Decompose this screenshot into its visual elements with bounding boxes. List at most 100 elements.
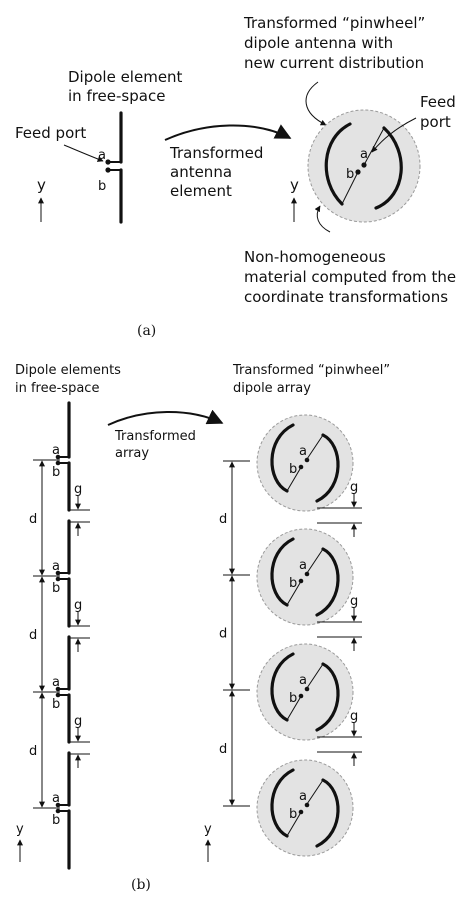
b-spacing-label: d — [219, 512, 227, 527]
b-terminal-a-label: a — [52, 675, 60, 690]
b-arrow-label-line2: array — [115, 446, 149, 461]
a-material-leader — [314, 205, 331, 233]
b-left-title-line2: in free-space — [15, 381, 99, 396]
a-pinwheel-arm-right — [374, 126, 403, 210]
b-pinwheel-3: ab — [256, 643, 354, 741]
b-pinwheel-arm-right — [315, 662, 340, 732]
b-pinwheel-arm-left — [270, 768, 295, 838]
b-gap-label: g — [74, 714, 82, 729]
a-pin-terminal-a-label: a — [360, 147, 368, 162]
a-feed-port-label: Feed port — [15, 124, 86, 142]
a-right-axis-label: y — [290, 176, 299, 194]
b-pinwheel-2: ab — [256, 528, 354, 626]
b-caption: (b) — [131, 877, 151, 893]
a-material-note-line3: coordinate transformations — [244, 288, 448, 306]
panel-a: Dipole element in free-space a b Feed po… — [15, 14, 456, 339]
b-pin-terminal-a-dot — [304, 686, 310, 692]
b-spacing-label: d — [29, 628, 37, 643]
b-gap-label: g — [74, 482, 82, 497]
b-terminal-a-label: a — [52, 791, 60, 806]
b-spacing-label: d — [219, 742, 227, 757]
b-terminal-b-label: b — [52, 697, 60, 712]
a-pin-terminal-b-dot — [355, 169, 361, 175]
a-left-title-line2: in free-space — [68, 87, 165, 105]
b-pin-terminal-b-label: b — [289, 691, 297, 706]
b-pin-terminal-a-dot — [304, 571, 310, 577]
b-gap-dimension: g — [317, 594, 362, 651]
b-terminal-b-label: b — [52, 813, 60, 828]
b-dipole-element-3: ab — [52, 635, 71, 744]
a-terminal-a-label: a — [98, 148, 106, 163]
b-terminal-b-dot — [55, 692, 61, 698]
b-arrow-label-line1: Transformed — [114, 429, 196, 444]
a-current-leader — [305, 81, 327, 126]
b-pin-terminal-a-label: a — [299, 444, 307, 459]
a-feed-port-leader — [63, 144, 104, 162]
b-right-title-line2: dipole array — [233, 381, 311, 396]
b-terminal-a-dot — [55, 686, 61, 692]
b-gap-dimension: g — [317, 709, 362, 766]
b-pin-terminal-b-dot — [298, 809, 304, 815]
a-right-title-line1: Transformed “pinwheel” — [243, 14, 425, 32]
b-terminal-a-dot — [55, 570, 61, 576]
b-dipole-element-4: ab — [52, 751, 71, 870]
a-caption: (a) — [137, 323, 156, 339]
b-gap-label: g — [350, 594, 358, 609]
b-left-axis-label: y — [16, 822, 24, 837]
b-gap-dimension: g — [70, 714, 90, 768]
b-pin-terminal-a-dot — [304, 457, 310, 463]
b-transform-arrow — [107, 409, 224, 426]
b-terminal-b-label: b — [52, 581, 60, 596]
b-right-axis-label: y — [204, 822, 212, 837]
a-arrow-label-line3: element — [170, 182, 232, 200]
a-pin-terminal-b-label: b — [346, 167, 354, 182]
b-terminal-b-dot — [55, 576, 61, 582]
b-pin-terminal-b-label: b — [289, 462, 297, 477]
a-left-axis-label: y — [37, 176, 46, 194]
b-right-title-line1: Transformed “pinwheel” — [232, 363, 390, 378]
b-terminal-b-dot — [55, 460, 61, 466]
a-arrow-label-line1: Transformed — [169, 144, 263, 162]
b-gap-label: g — [350, 709, 358, 724]
b-pin-terminal-a-label: a — [299, 789, 307, 804]
a-dipole-element: a b — [98, 111, 123, 224]
b-spacing-label: d — [29, 744, 37, 759]
a-right-feed-line2: port — [420, 113, 451, 131]
b-pinwheel-arm-left — [270, 537, 295, 607]
a-terminal-a-dot — [105, 159, 111, 165]
b-spacing-dimension: d — [219, 574, 250, 691]
b-gap-dimension: g — [70, 482, 90, 536]
a-right-title-line3: new current distribution — [244, 54, 424, 72]
a-material-note-line2: material computed from the — [244, 268, 456, 286]
b-gap-dimension: g — [317, 480, 362, 537]
a-right-title-line2: dipole antenna with — [244, 34, 393, 52]
b-pinwheel-arm-left — [270, 423, 295, 493]
b-pinwheel-4: ab — [256, 759, 354, 857]
a-right-feed-line1: Feed — [420, 93, 456, 111]
b-spacing-dimension: d — [29, 691, 60, 809]
b-terminal-a-label: a — [52, 443, 60, 458]
b-pin-terminal-b-label: b — [289, 576, 297, 591]
b-pin-terminal-a-label: a — [299, 673, 307, 688]
a-left-title-line1: Dipole element — [68, 68, 183, 86]
b-pinwheel-arm-right — [315, 433, 340, 503]
a-terminal-b-dot — [105, 167, 111, 173]
b-terminal-a-dot — [55, 454, 61, 460]
b-terminal-a-label: a — [52, 559, 60, 574]
b-dipole-element-1: ab — [52, 401, 71, 512]
b-pinwheel-arm-left — [270, 652, 295, 722]
b-pin-terminal-b-dot — [298, 578, 304, 584]
a-right-feed-leader — [371, 117, 417, 153]
a-material-note-line1: Non-homogeneous — [244, 248, 386, 266]
b-gap-label: g — [74, 598, 82, 613]
b-pinwheel-arm-right — [315, 547, 340, 617]
b-spacing-dimension: d — [219, 460, 250, 576]
b-pin-terminal-b-dot — [298, 693, 304, 699]
b-spacing-label: d — [219, 627, 227, 642]
b-terminal-a-dot — [55, 802, 61, 808]
b-dipole-element-2: ab — [52, 519, 71, 628]
b-pinwheel-arm-right — [315, 778, 340, 848]
